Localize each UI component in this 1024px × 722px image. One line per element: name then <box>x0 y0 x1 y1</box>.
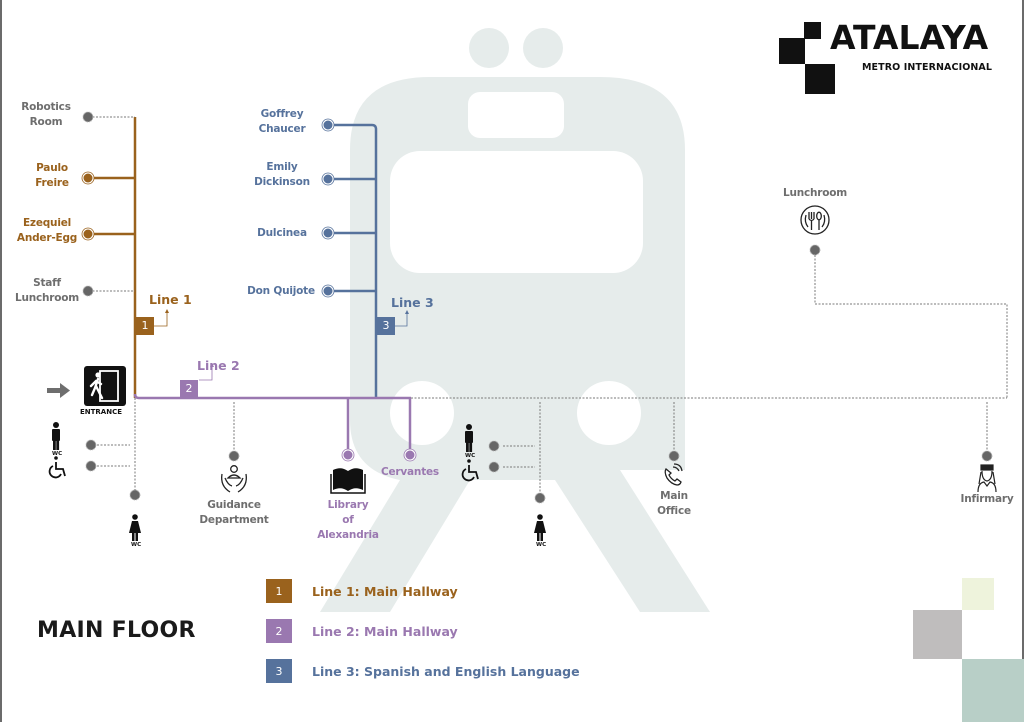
line-3-tag-arrowhead <box>405 310 409 314</box>
arrow-right-icon <box>47 383 70 398</box>
line-1 <box>89 117 137 398</box>
guidance-hands-icon <box>221 465 247 493</box>
station-ezequiel-ander-egg <box>83 229 93 239</box>
station-goffrey-chaucer <box>323 120 333 130</box>
line-3-stations <box>321 118 335 298</box>
service-point-wheelchair-mid <box>488 461 500 473</box>
wc-male-icon <box>52 422 60 450</box>
legend-swatch-line-1: 1 <box>266 579 292 603</box>
station-label-paulo-freire[interactable]: Paulo Freire <box>35 162 69 189</box>
line-1-badge: 1 <box>136 317 154 335</box>
station-emily-dickinson <box>323 174 333 184</box>
page-edge-left <box>0 0 2 722</box>
line-1-tag-pointer <box>154 312 168 327</box>
atalaya-logo-mark <box>779 22 835 94</box>
line-2 <box>133 393 412 450</box>
service-label-infirmary[interactable]: Infirmary <box>960 493 1014 505</box>
service-point-wc-male-left <box>85 439 97 451</box>
service-label-main-office[interactable]: Main Office <box>657 490 691 517</box>
legend-text-line-2: Line 2: Main Hallway <box>312 623 458 639</box>
service-point-guidance <box>228 450 240 462</box>
page-edge-right <box>1022 0 1024 722</box>
legend-item-line-1: 1 Line 1: Main Hallway <box>266 579 458 603</box>
service-point-main-office <box>668 450 680 462</box>
train-base <box>320 395 710 612</box>
wc-male-icon <box>465 424 473 452</box>
wc-label: WC <box>465 453 476 459</box>
wheelchair-icon <box>461 459 479 482</box>
legend-item-line-3: 3 Line 3: Spanish and English Language <box>266 659 580 683</box>
train-cutouts <box>390 92 643 445</box>
phone-icon <box>664 463 683 486</box>
service-label-guidance-department[interactable]: Guidance Department <box>199 499 269 526</box>
station-robotics-room <box>82 111 94 123</box>
train-light-right <box>523 28 563 68</box>
station-label-don-quijote[interactable]: Don Quijote <box>247 285 315 297</box>
station-label-library-of-alexandria[interactable]: Library of Alexandria <box>317 499 379 541</box>
wc-female-icon <box>534 514 546 541</box>
service-connectors <box>97 248 1008 494</box>
station-don-quijote <box>323 286 333 296</box>
brand-name: ATALAYA <box>830 18 989 57</box>
station-staff-lunchroom <box>82 285 94 297</box>
wc-label: WC <box>536 542 547 548</box>
train-light-left <box>469 28 509 68</box>
station-label-staff-lunchroom[interactable]: Staff Lunchroom <box>14 277 80 304</box>
service-point-infirmary <box>981 450 993 462</box>
brand-subtitle: METRO INTERNACIONAL <box>862 62 993 73</box>
line-1-tag-arrowhead <box>165 309 169 313</box>
service-point-wheelchair-left <box>85 460 97 472</box>
nurse-icon <box>977 464 997 493</box>
floor-title: MAIN FLOOR <box>37 618 196 643</box>
cutlery-icon <box>800 205 830 235</box>
wheelchair-icon <box>48 456 66 479</box>
station-paulo-freire <box>83 173 93 183</box>
line-3 <box>329 123 378 398</box>
service-points <box>85 244 993 504</box>
entrance-door-icon[interactable] <box>84 366 126 406</box>
station-label-robotics-room[interactable]: Robotics Room <box>21 101 71 128</box>
wc-female-icon <box>129 514 141 541</box>
station-label-goffrey-chaucer[interactable]: Goffrey Chaucer <box>258 108 306 135</box>
station-library-of-alexandria <box>343 450 353 460</box>
line-2-badge: 2 <box>180 380 198 398</box>
entrance-label: ENTRANCE <box>80 408 122 416</box>
legend-item-line-2: 2 Line 2: Main Hallway <box>266 619 458 643</box>
line-3-tag-pointer <box>394 313 408 327</box>
decorative-squares <box>913 578 1024 722</box>
line-1-service-connectors <box>89 116 135 292</box>
legend-swatch-line-2: 2 <box>266 619 292 643</box>
line-2-stations <box>341 448 417 462</box>
line-3-badge: 3 <box>377 317 395 335</box>
legend-text-line-1: Line 1: Main Hallway <box>312 583 458 599</box>
line-1-tag: Line 1 <box>149 292 192 307</box>
service-point-wc-female-mid <box>534 492 546 504</box>
book-icon <box>330 468 366 494</box>
wc-label: WC <box>131 542 142 548</box>
station-label-dulcinea[interactable]: Dulcinea <box>257 227 307 239</box>
station-cervantes <box>405 450 415 460</box>
station-label-emily-dickinson[interactable]: Emily Dickinson <box>254 161 310 188</box>
station-dulcinea <box>323 228 333 238</box>
service-label-lunchroom[interactable]: Lunchroom <box>782 187 848 199</box>
line-1-stations <box>81 111 95 297</box>
legend-swatch-line-3: 3 <box>266 659 292 683</box>
legend-text-line-3: Line 3: Spanish and English Language <box>312 663 580 679</box>
line-2-tag-pointer <box>199 366 213 381</box>
station-label-ezequiel-ander-egg[interactable]: Ezequiel Ander-Egg <box>16 217 78 244</box>
service-point-lunchroom <box>809 244 821 256</box>
station-label-cervantes[interactable]: Cervantes <box>380 466 439 478</box>
wc-label: WC <box>52 451 63 457</box>
line-3-tag: Line 3 <box>391 295 434 310</box>
line-2-tag: Line 2 <box>197 358 240 373</box>
service-point-wc-female-left <box>129 489 141 501</box>
line-2-tag-arrowhead <box>210 363 214 367</box>
service-point-wc-male-mid <box>488 440 500 452</box>
